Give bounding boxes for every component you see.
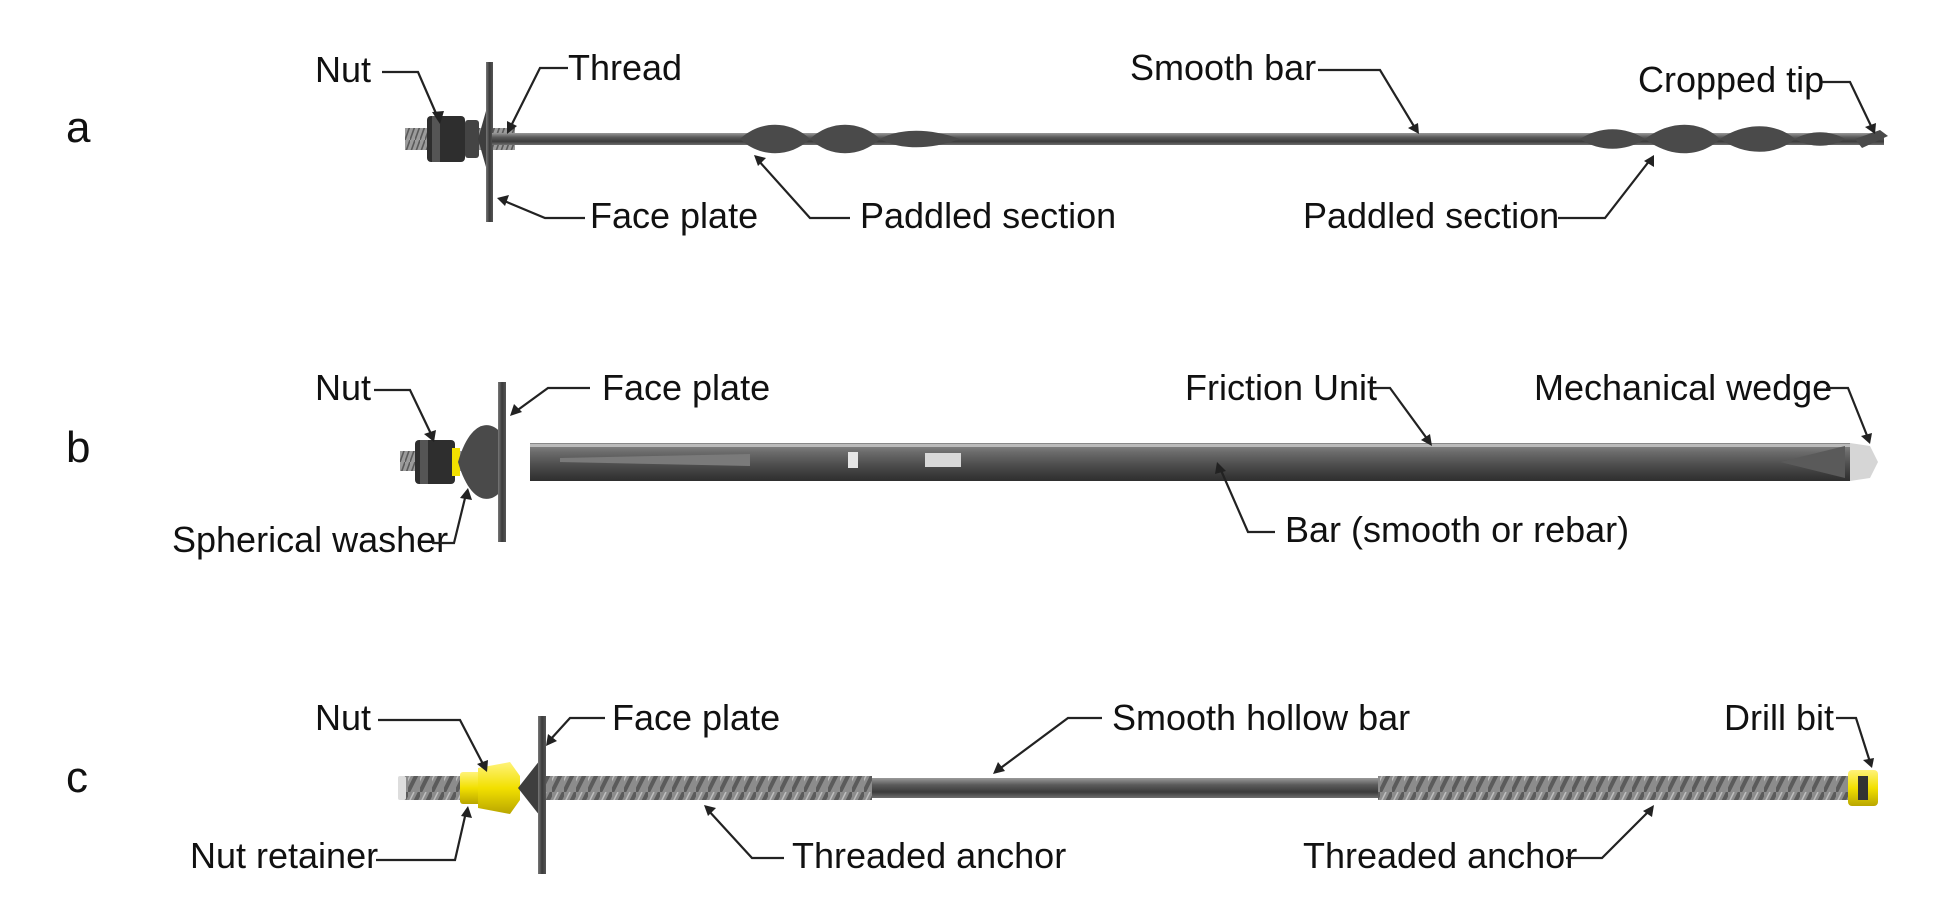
dome [478, 104, 488, 174]
label-threaded-anchor-c1: Threaded anchor [792, 835, 1066, 876]
label-bar-b: Bar (smooth or rebar) [1285, 509, 1629, 550]
label-thread-a: Thread [568, 47, 682, 88]
label-nut-retainer-c: Nut retainer [190, 835, 378, 876]
label-nut-b: Nut [315, 367, 371, 408]
label-paddled-section-a2: Paddled section [1303, 195, 1559, 236]
label-smooth-bar-a: Smooth bar [1130, 47, 1316, 88]
label-face-plate-c: Face plate [612, 697, 780, 738]
bolt-c [398, 716, 1878, 874]
paddled-section-2 [1580, 124, 1845, 154]
row-b: b Nut Face plate Spherical washer Fricti… [66, 367, 1878, 560]
label-spherical-washer-b: Spherical washer [172, 519, 448, 560]
bolt-b [400, 382, 1878, 542]
nut-retainer [460, 772, 482, 804]
label-paddled-section-a1: Paddled section [860, 195, 1116, 236]
row-letter-c: c [66, 753, 88, 802]
mechanical-wedge [1850, 443, 1878, 481]
label-mechanical-wedge-b: Mechanical wedge [1534, 367, 1832, 408]
cropped-tip [1855, 130, 1888, 148]
label-nut-a: Nut [315, 49, 371, 90]
nut [478, 762, 520, 814]
spherical-washer [458, 425, 500, 499]
yellow-ring [452, 448, 460, 476]
threaded-end [400, 776, 470, 800]
label-nut-c: Nut [315, 697, 371, 738]
row-c: c Nut Face plate Nut retainer Smooth hol… [66, 697, 1878, 876]
threaded-anchor-1 [546, 776, 872, 800]
row-letter-b: b [66, 423, 90, 472]
label-drill-bit-c: Drill bit [1724, 697, 1834, 738]
smooth-hollow-bar [872, 778, 1378, 798]
row-a: a Nut Thread Face plate Paddled section [66, 47, 1888, 236]
label-friction-unit-b: Friction Unit [1185, 367, 1377, 408]
face-plate [538, 716, 546, 874]
label-smooth-hollow-bar-c: Smooth hollow bar [1112, 697, 1410, 738]
paddled-section-1 [740, 124, 960, 154]
label-face-plate-b: Face plate [602, 367, 770, 408]
label-face-plate-a: Face plate [590, 195, 758, 236]
face-plate [498, 382, 506, 542]
label-threaded-anchor-c2: Threaded anchor [1303, 835, 1577, 876]
row-letter-a: a [66, 103, 91, 152]
bolt-a [405, 62, 1888, 222]
threaded-anchor-2 [1378, 776, 1848, 800]
taper [560, 454, 750, 466]
face-plate [486, 62, 493, 222]
label-cropped-tip-a: Cropped tip [1638, 59, 1824, 100]
